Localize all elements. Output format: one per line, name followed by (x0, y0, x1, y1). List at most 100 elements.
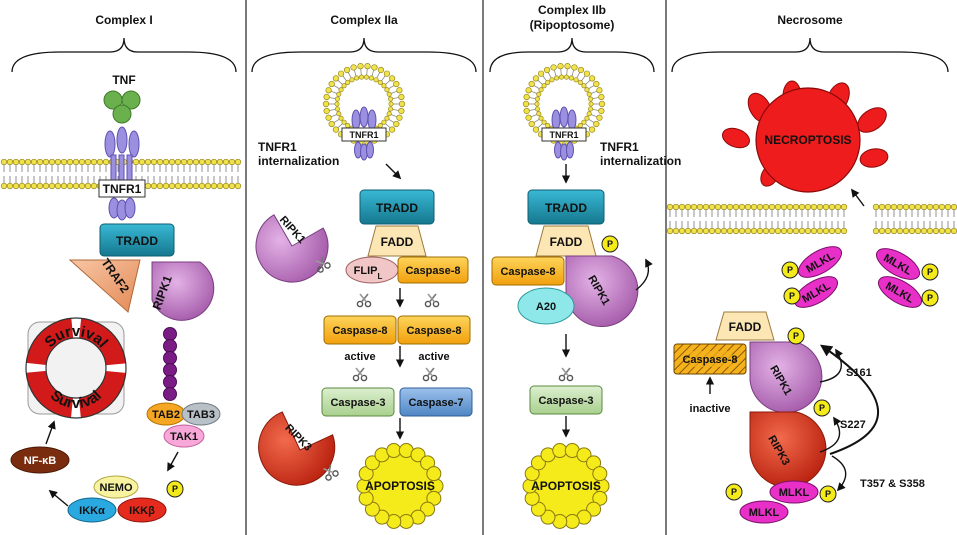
tnfr1-label-2a: TNFR1 (350, 130, 379, 140)
tak1-label: TAK1 (170, 431, 198, 443)
caspase3-label-2b: Caspase-3 (538, 395, 593, 407)
inactive-label: inactive (690, 403, 731, 415)
nfkb-shape (10, 446, 70, 474)
caspase7-box (399, 387, 473, 417)
ikk-phospho (166, 480, 184, 498)
arrow-ikk-nfkb (48, 489, 69, 507)
tnfr1-receptor (104, 126, 140, 221)
caspase3-label-2a: Caspase-3 (330, 397, 385, 409)
panel-necrosome: Necrosome NECROPTOSIS MLKL MLKL P P MLKL… (666, 13, 957, 524)
internalization-line2-2a: internalization (258, 154, 339, 168)
scissors-casp3 (352, 367, 368, 382)
mlkl-phospho-b1 (819, 485, 837, 503)
tab-tak-complex (146, 402, 221, 448)
arrow-autophos-2b (635, 258, 653, 291)
active-right-label: active (418, 351, 449, 363)
arrow-tak1-ikk (167, 451, 179, 472)
internalization-line1-2a: TNFR1 (258, 140, 297, 154)
ripk3-phospho-nec (813, 399, 831, 417)
internalization-line1-2b: TNFR1 (600, 140, 639, 154)
necrosome-brace (671, 37, 949, 73)
caspase8-box-2a (397, 256, 469, 284)
internalization-line2-2b: internalization (600, 154, 681, 168)
scissors-casp8-right (424, 293, 440, 308)
mlkl-phospho-label-1b: P (789, 291, 795, 301)
tnfr1-internal-2a (351, 106, 377, 161)
caspase3-box-2b (529, 385, 603, 415)
apoptosis-body-2b (522, 443, 610, 529)
panel-complex-iia: Complex IIa TNFR1 TNFR1 internalization … (251, 13, 477, 529)
nfkb-label: NF-κB (24, 455, 56, 467)
tnf-trimer (103, 90, 141, 124)
mlkl-phospho-1b (783, 287, 801, 305)
mlkl-phospho-b2 (725, 483, 743, 501)
mlkl-phospho-label-b2: P (731, 487, 737, 497)
caspase8-label-2a: Caspase-8 (405, 265, 460, 277)
necrosome-title: Necrosome (777, 13, 843, 27)
mlkl-phospho-label-b1: P (825, 489, 831, 499)
membrane-4-right (872, 203, 957, 235)
ripk1-phospho-nec (787, 327, 805, 345)
a20-label: A20 (536, 301, 556, 313)
caspase8-active-left (323, 315, 397, 345)
membrane-4-left (666, 203, 848, 235)
caspase8-label-nec: Caspase-8 (682, 354, 737, 366)
ripk1-phospho-label-2b: P (607, 239, 613, 249)
caspase7-label: Caspase-7 (408, 397, 463, 409)
ikkb-label: IKKβ (129, 505, 155, 517)
fadd-label-nec: FADD (729, 320, 762, 334)
fadd-label-2a: FADD (381, 235, 414, 249)
panel-complex-iib: Complex IIb (Ripoptosome) TNFR1 TNFR1 in… (489, 3, 681, 529)
tradd-box (99, 223, 175, 257)
tnfr1-box-2b (541, 127, 587, 142)
mlkl-pore-1a (798, 246, 842, 278)
mlkl-pore-2a (876, 248, 920, 280)
nemo-shape (93, 475, 139, 499)
nemo-label: NEMO (100, 482, 133, 494)
ripk1-phospho-2b (601, 235, 619, 253)
tab3-label: TAB3 (187, 409, 215, 421)
tnfr1-label-2b: TNFR1 (550, 130, 579, 140)
necroptosis-cell (721, 80, 889, 193)
ripk3-shape-2a (258, 411, 336, 486)
arrow-s227 (819, 416, 842, 453)
mlkl-phospho-2b (921, 289, 939, 307)
apoptosis-body-2a (356, 443, 444, 529)
tnfr1-box (98, 179, 146, 198)
apoptosis-label-2a: APOPTOSIS (365, 479, 435, 493)
arrow-s161 (819, 348, 844, 383)
t357-s358-label: T357 & S358 (860, 478, 925, 490)
ripk1-shape (151, 261, 215, 321)
tradd-box-2a (359, 189, 435, 225)
a20-shape (517, 287, 575, 325)
ripk1-shape-nec (749, 341, 823, 414)
tnfr1-label: TNFR1 (103, 182, 142, 196)
arrow-nfkb-survival (45, 420, 56, 445)
tradd-label-2b: TRADD (545, 201, 587, 215)
tradd-box-2b (527, 189, 605, 225)
tab2-label: TAB2 (152, 409, 180, 421)
tradd-label: TRADD (116, 234, 158, 248)
ikkb-shape (117, 497, 167, 523)
mlkl-phospho-label-2a: P (927, 267, 933, 277)
complex-iib-title-line2: (Ripoptosome) (530, 18, 615, 32)
caspase3-box-2a (321, 387, 395, 417)
caspase8-right-label: Caspase-8 (406, 325, 461, 337)
ripk1-shape-2a (255, 214, 329, 283)
scissors-casp3-2b (558, 367, 574, 382)
mlkl-phospho-label-2b: P (927, 293, 933, 303)
mlkl-phospho-1a (781, 261, 799, 279)
ripk1-phospho-label-nec: P (793, 331, 799, 341)
panel-complex-i: Complex I TNF TNFR1 TRADD TRAF2 RIPK1 (0, 13, 242, 523)
necroptosis-label: NECROPTOSIS (764, 133, 851, 147)
fadd-label-2b: FADD (550, 235, 583, 249)
fadd-shape-2a (367, 225, 427, 257)
mlkl-bottom-2 (739, 500, 789, 524)
complex-iia-brace (251, 37, 477, 73)
scissors-casp8-left (356, 293, 372, 308)
active-left-label: active (344, 351, 375, 363)
mlkl-bottom-label-2: MLKL (749, 507, 780, 519)
survival-lifebuoy (25, 317, 127, 419)
